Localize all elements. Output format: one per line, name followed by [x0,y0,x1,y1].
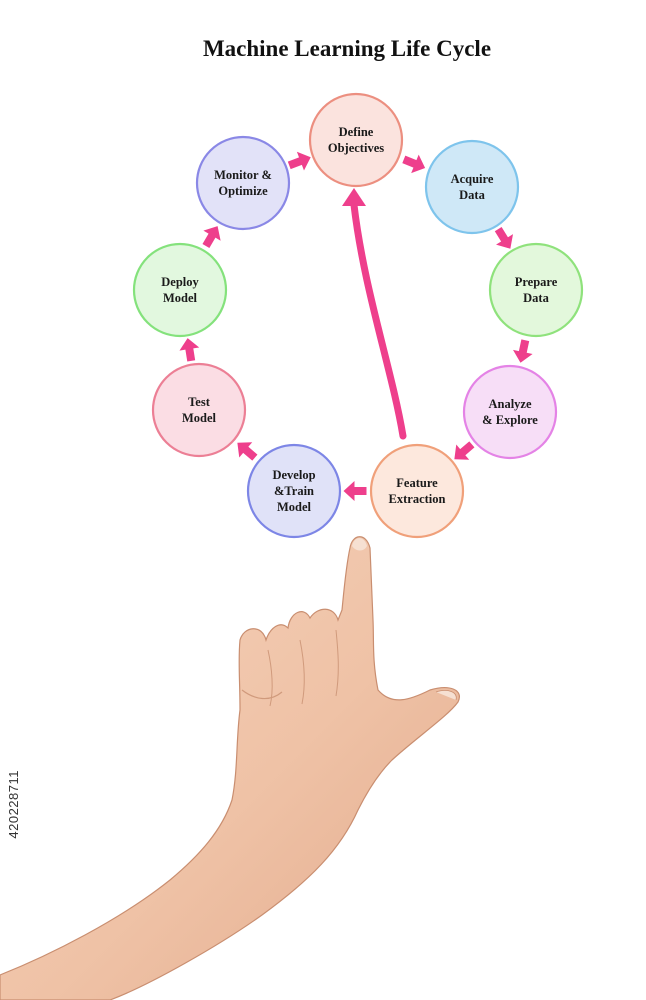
flow-arrow-acquire-data [494,227,514,249]
feedback-curve-arrow [350,201,407,440]
node-monitor-optimize: Monitor & Optimize [195,135,291,231]
node-circle [246,443,342,539]
stock-id-watermark: 420228711 [6,770,21,839]
node-circle [195,135,291,231]
node-analyze-explore: Analyze & Explore [462,364,558,460]
node-label: Develop [272,468,315,482]
node-label: Model [163,291,198,305]
node-label: Extraction [389,492,446,506]
node-label: Define [339,125,374,139]
flow-arrow-analyze-explore [454,441,475,460]
node-label: Objectives [328,141,384,155]
nodes-layer: DefineObjectivesAcquireDataPrepareDataAn… [132,92,584,539]
flow-arrow-test-model [179,338,200,362]
node-circle [424,139,520,235]
node-label: Feature [396,476,438,490]
node-circle [151,362,247,458]
flow-arrow-define-objectives [402,154,426,174]
node-label: Acquire [451,172,494,186]
node-label: Prepare [515,275,558,289]
diagram-title: Machine Learning Life Cycle [202,36,492,61]
flow-arrow-prepare-data [513,339,533,363]
node-label: Data [523,291,549,305]
arrows-layer [179,151,533,501]
node-label: Deploy [161,275,199,289]
node-circle [132,242,228,338]
node-label: Test [188,395,211,409]
node-label: Data [459,188,485,202]
node-label: Optimize [218,184,268,198]
node-label: Model [182,411,217,425]
node-circle [308,92,404,188]
feedback-arrow-head [342,188,366,206]
node-label: &Train [274,484,314,498]
flow-arrow-feature-extraction [343,481,367,501]
node-label: & Explore [482,413,538,427]
node-circle [369,443,465,539]
flow-arrow-deploy-model [202,226,221,249]
pointing-hand-illustration [0,536,460,1000]
flow-arrow-monitor-optimize [287,151,311,171]
node-label: Model [277,500,312,514]
node-label: Monitor & [214,168,272,182]
flow-arrow-develop-train-model [237,442,258,461]
node-circle [488,242,584,338]
node-label: Analyze [488,397,532,411]
node-circle [462,364,558,460]
